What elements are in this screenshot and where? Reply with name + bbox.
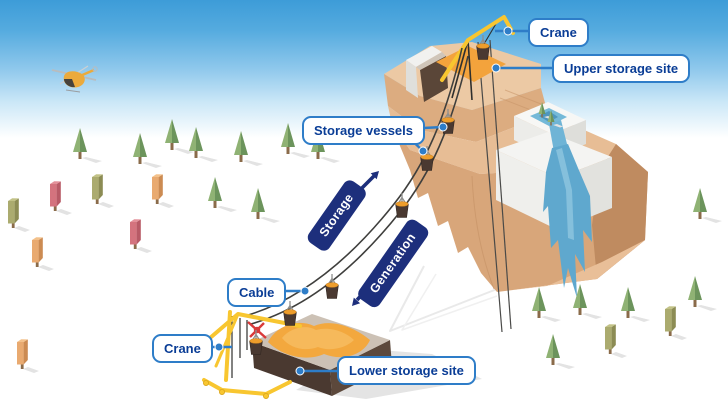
block-tree (32, 237, 54, 271)
pine-tree (621, 287, 650, 322)
connector-dot (438, 122, 448, 132)
glacier-waterfall (496, 102, 612, 298)
pine-tree (532, 287, 561, 322)
block-tree (50, 181, 72, 215)
block-tree (665, 306, 687, 340)
ground-path (389, 265, 498, 332)
connector-dot (300, 286, 310, 296)
connector-dot (214, 342, 224, 352)
callout-lower-storage-site: Lower storage site (337, 356, 476, 385)
block-tree (605, 324, 627, 358)
pine-tree (189, 127, 218, 162)
connector-dot (491, 63, 501, 73)
block-tree (130, 219, 152, 253)
block-tree (152, 174, 174, 208)
storage-vessel (249, 330, 263, 355)
storage-vessel (395, 193, 409, 218)
callout-crane-lower: Crane (152, 334, 213, 363)
helicopter (51, 65, 98, 93)
callout-cable: Cable (227, 278, 287, 307)
connector-dot (295, 366, 305, 376)
callout-connectors (206, 26, 554, 376)
pine-tree (688, 276, 717, 311)
pine-tree (133, 133, 162, 168)
storage-vessel (325, 274, 339, 299)
pine-tree (234, 131, 263, 166)
pine-tree (251, 188, 280, 223)
upper-storage-site-structure (406, 46, 506, 102)
block-tree (17, 339, 39, 373)
block-tree (8, 198, 30, 232)
callout-upper-storage-site: Upper storage site (552, 54, 691, 83)
pine-tree (165, 119, 194, 154)
storage-arrow-icon (360, 171, 379, 190)
pine-tree (546, 334, 575, 369)
callout-storage-vessels: Storage vessels (302, 116, 426, 145)
callout-crane-upper: Crane (528, 18, 589, 47)
pine-tree (73, 128, 102, 163)
storage-vessel (283, 301, 297, 326)
hoist-cables (477, 39, 512, 333)
storage-vessel (476, 35, 490, 60)
connector-dot (418, 146, 428, 156)
pine-tree (208, 177, 237, 212)
pine-tree (281, 123, 310, 158)
pine-tree (547, 110, 563, 128)
pine-tree (573, 284, 602, 319)
upper-crane (440, 15, 515, 101)
pine-tree (693, 188, 722, 223)
block-tree (92, 174, 114, 208)
lower-crane (202, 310, 302, 399)
trees-group (8, 102, 722, 373)
connector-dot (503, 26, 513, 36)
